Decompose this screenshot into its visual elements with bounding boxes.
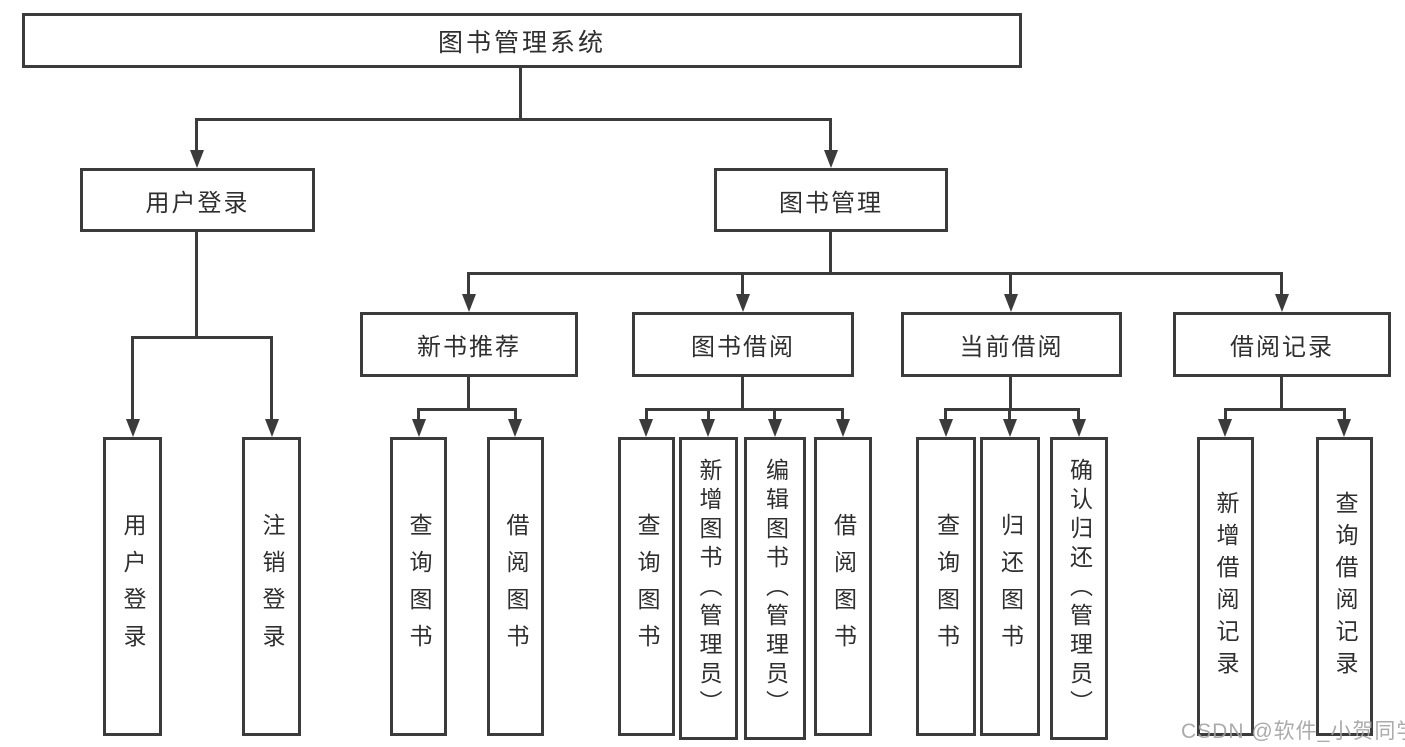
leaf-query-books-borrowing-label: 查询图书 — [634, 512, 660, 661]
connector-line — [741, 272, 744, 296]
connector-line — [829, 230, 832, 274]
leaf-query-books-borrowing: 查询图书 — [618, 437, 675, 736]
connector-line — [1008, 408, 1011, 421]
leaf-add-borrow-record: 新增借阅记录 — [1197, 437, 1254, 736]
leaf-return-books: 归还图书 — [980, 437, 1040, 736]
csdn-watermark: CSDN @软件_小贺同学 — [1181, 720, 1405, 743]
leaf-logout-label: 注销登录 — [259, 512, 285, 661]
connector-line — [131, 336, 134, 421]
connector-line — [417, 408, 517, 411]
leaf-query-borrow-record-label: 查询借阅记录 — [1332, 490, 1358, 683]
arrow-down-icon — [939, 419, 953, 437]
node-book-borrowing-label: 图书借阅 — [691, 334, 795, 361]
arrow-down-icon — [824, 150, 838, 168]
leaf-add-borrow-record-label: 新增借阅记录 — [1213, 490, 1239, 683]
arrow-down-icon — [1072, 419, 1086, 437]
arrow-down-icon — [190, 150, 204, 168]
leaf-query-books-current-label: 查询图书 — [933, 512, 960, 661]
node-library-system: 图书管理系统 — [22, 13, 1022, 68]
node-book-management: 图书管理 — [714, 168, 948, 232]
connector-line — [707, 408, 710, 421]
arrow-down-icon — [1004, 294, 1018, 312]
leaf-borrow-books: 借阅图书 — [814, 437, 872, 736]
connector-line — [519, 66, 522, 120]
arrow-down-icon — [1337, 419, 1351, 437]
connector-line — [1077, 408, 1080, 421]
connector-line — [944, 408, 947, 421]
node-user-login: 用户登录 — [80, 168, 315, 232]
connector-line — [1343, 408, 1346, 421]
connector-line — [467, 272, 1283, 275]
connector-line — [1224, 408, 1227, 421]
connector-line — [841, 408, 844, 421]
arrow-down-icon — [265, 419, 279, 437]
leaf-add-books-admin-label: 新增图书（管理员） — [696, 458, 722, 719]
leaf-query-borrow-record: 查询借阅记录 — [1316, 437, 1373, 736]
node-library-system-label: 图书管理系统 — [437, 28, 606, 57]
leaf-edit-books-admin-label: 编辑图书（管理员） — [762, 458, 789, 719]
connector-line — [417, 408, 420, 421]
connector-line — [1280, 377, 1283, 410]
connector-line — [195, 118, 198, 152]
node-user-login-label: 用户登录 — [145, 189, 250, 217]
leaf-user-login-label: 用户登录 — [120, 512, 146, 661]
arrow-down-icon — [462, 294, 476, 312]
leaf-borrow-books-label: 借阅图书 — [830, 512, 857, 661]
connector-line — [467, 272, 470, 296]
node-book-management-label: 图书管理 — [779, 189, 883, 217]
arrow-down-icon — [1275, 294, 1289, 312]
connector-line — [514, 408, 517, 421]
leaf-query-books-recommend: 查询图书 — [390, 437, 447, 736]
connector-line — [467, 377, 470, 410]
arrow-down-icon — [508, 419, 522, 437]
connector-line — [1224, 408, 1346, 411]
arrow-down-icon — [736, 294, 750, 312]
arrow-down-icon — [126, 419, 140, 437]
arrow-down-icon — [701, 419, 715, 437]
connector-line — [131, 336, 273, 339]
arrow-down-icon — [836, 419, 850, 437]
arrow-down-icon — [412, 419, 426, 437]
connector-line — [773, 408, 776, 421]
connector-line — [829, 118, 832, 152]
leaf-logout: 注销登录 — [242, 437, 301, 736]
leaf-confirm-return-admin-label: 确认归还（管理员） — [1066, 458, 1093, 719]
arrow-down-icon — [1003, 419, 1017, 437]
leaf-add-books-admin: 新增图书（管理员） — [679, 437, 738, 740]
arrow-down-icon — [768, 419, 782, 437]
connector-line — [195, 230, 198, 336]
connector-line — [645, 408, 648, 421]
arrow-down-icon — [639, 419, 653, 437]
connector-line — [270, 336, 273, 421]
connector-line — [195, 118, 832, 121]
leaf-user-login: 用户登录 — [103, 437, 162, 736]
leaf-confirm-return-admin: 确认归还（管理员） — [1050, 437, 1108, 740]
leaf-return-books-label: 归还图书 — [997, 512, 1024, 661]
node-current-borrowing-label: 当前借阅 — [959, 334, 1064, 361]
node-current-borrowing: 当前借阅 — [901, 312, 1122, 377]
leaf-borrow-books-recommend-label: 借阅图书 — [503, 512, 529, 661]
connector-line — [1280, 272, 1283, 296]
node-new-book-recommend: 新书推荐 — [360, 312, 578, 377]
connector-line — [1009, 272, 1012, 296]
leaf-query-books-current: 查询图书 — [916, 437, 976, 736]
connector-line — [645, 408, 844, 411]
node-new-book-recommend-label: 新书推荐 — [417, 334, 521, 361]
arrow-down-icon — [1218, 419, 1232, 437]
leaf-borrow-books-recommend: 借阅图书 — [487, 437, 544, 736]
node-borrowing-records-label: 借阅记录 — [1230, 334, 1334, 361]
node-borrowing-records: 借阅记录 — [1173, 312, 1391, 377]
leaf-edit-books-admin: 编辑图书（管理员） — [744, 437, 806, 740]
leaf-query-books-recommend-label: 查询图书 — [406, 512, 432, 661]
connector-line — [944, 408, 1080, 411]
connector-line — [741, 377, 744, 410]
node-book-borrowing: 图书借阅 — [632, 312, 854, 377]
connector-line — [1009, 377, 1012, 410]
